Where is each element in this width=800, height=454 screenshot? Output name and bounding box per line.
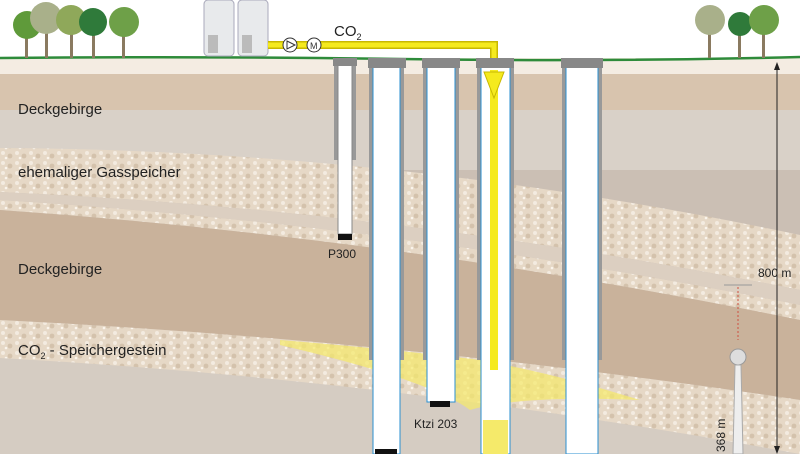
well-p300	[333, 58, 357, 240]
well-ktzi203	[422, 58, 460, 407]
well-injection	[476, 58, 514, 454]
meter-icon	[306, 37, 322, 53]
co2-pipeline	[268, 42, 497, 62]
co2-tanks	[203, 0, 269, 57]
trees-left	[13, 2, 139, 58]
label-well-p300: P300	[328, 247, 356, 261]
tv-tower-icon	[724, 284, 752, 454]
thin-gravel-layer	[0, 200, 800, 320]
thin-layer	[0, 192, 800, 305]
label-co2-pipe: CO2	[334, 23, 362, 42]
well-5	[561, 58, 603, 454]
well-1	[368, 58, 406, 454]
svg-text:M: M	[310, 41, 318, 51]
label-tower-height: 368 m	[714, 419, 728, 452]
co2-injection-flow	[490, 70, 498, 370]
arrow-down-icon	[483, 71, 505, 100]
trees-right	[695, 5, 779, 58]
label-reservoir: CO2 - Speichergestein	[18, 342, 166, 361]
label-well-ktzi203: Ktzi 203	[414, 417, 458, 431]
label-former-gas-storage: ehemaliger Gasspeicher	[18, 164, 181, 181]
label-depth: 800 m	[758, 266, 791, 280]
label-overburden-mid: Deckgebirge	[18, 261, 102, 278]
label-overburden-top: Deckgebirge	[18, 101, 102, 118]
